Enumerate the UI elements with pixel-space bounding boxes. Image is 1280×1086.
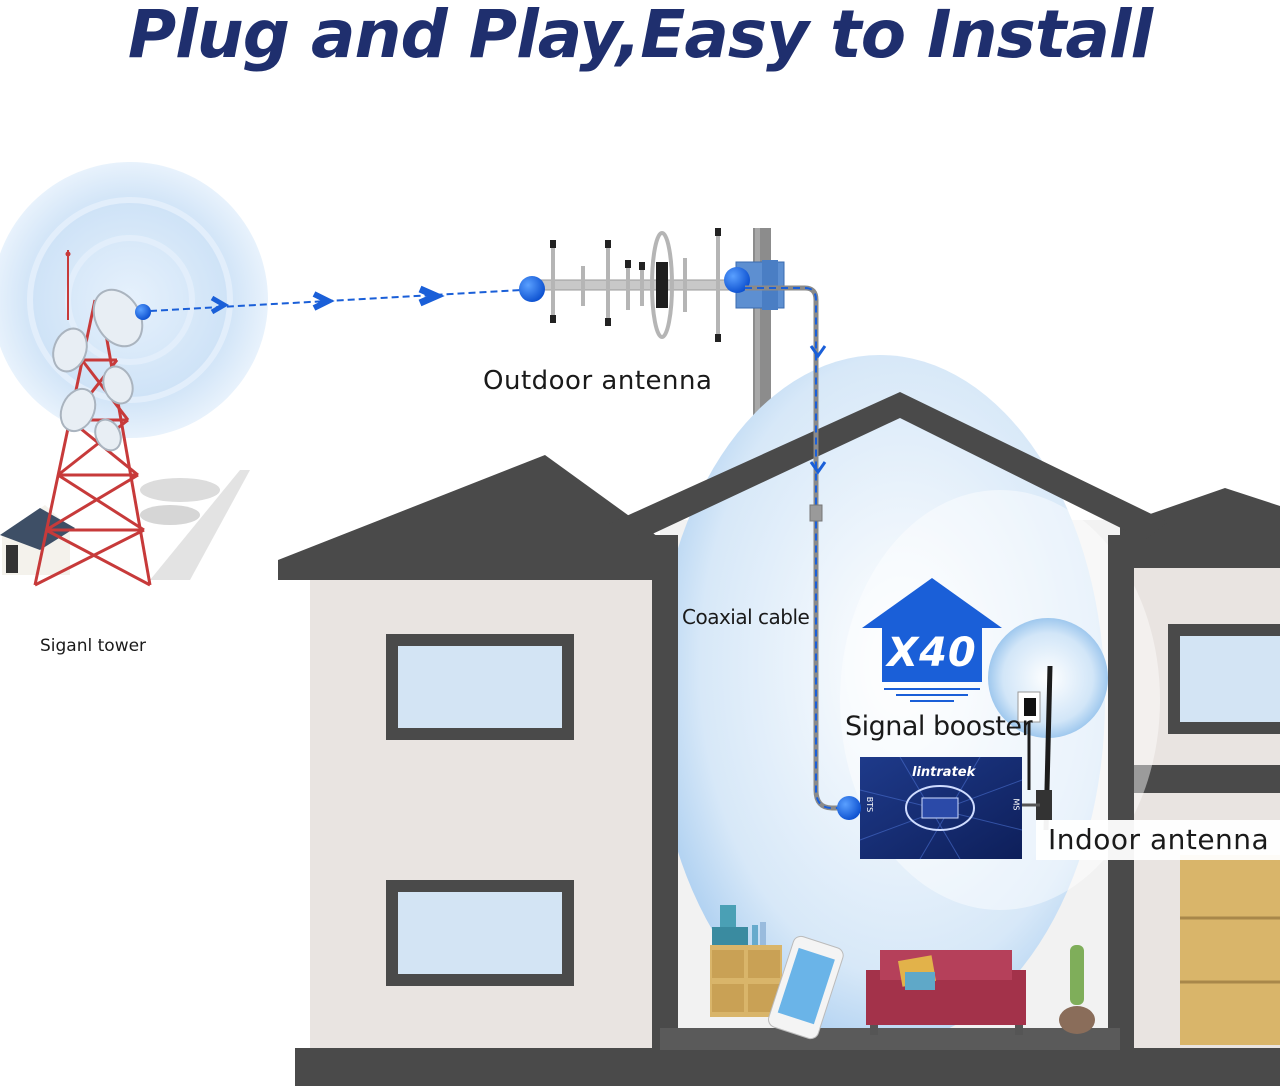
antenna-output-point (724, 267, 750, 293)
wireless-link (149, 285, 523, 315)
cabinet (710, 905, 782, 1017)
outdoor-antenna (519, 228, 785, 458)
tower-label: Siganl tower (40, 636, 147, 656)
cable-arrow-2 (809, 461, 827, 475)
smartphone (768, 935, 844, 1040)
signal-arrow-3 (418, 285, 445, 307)
indoor-coverage-glow (655, 355, 1105, 1045)
antenna-input-point (519, 276, 545, 302)
gain-arrow-icon (862, 578, 1002, 682)
signal-booster-label: Signal booster (845, 711, 1033, 742)
coaxial-cable (745, 285, 850, 811)
gain-text: X40 (887, 630, 977, 676)
sofa (866, 950, 1026, 1035)
signal-booster (837, 756, 1023, 860)
booster-port-bts: BTS (865, 796, 875, 813)
outdoor-antenna-label: Outdoor antenna (483, 366, 713, 396)
gain-badge (862, 578, 1002, 702)
tower-transmit-point (135, 304, 151, 320)
booster-port-ms: MS (1011, 798, 1021, 811)
signal-arrow-2 (312, 291, 335, 311)
indoor-antenna-label: Indoor antenna (1036, 820, 1280, 860)
booster-input-point (837, 796, 861, 820)
signal-tower (0, 162, 268, 587)
booster-brand-logo: lintratek (912, 765, 976, 780)
indoor-antenna (988, 618, 1108, 831)
cable-arrow-1 (809, 345, 827, 359)
house (278, 355, 1280, 1086)
coaxial-cable-label: Coaxial cable (682, 605, 810, 629)
plant (1059, 945, 1095, 1034)
signal-arrow-1 (210, 295, 229, 315)
left-roof (278, 455, 690, 560)
cable-connector (809, 504, 823, 522)
page-title: Plug and Play,Easy to Install (127, 0, 1153, 73)
